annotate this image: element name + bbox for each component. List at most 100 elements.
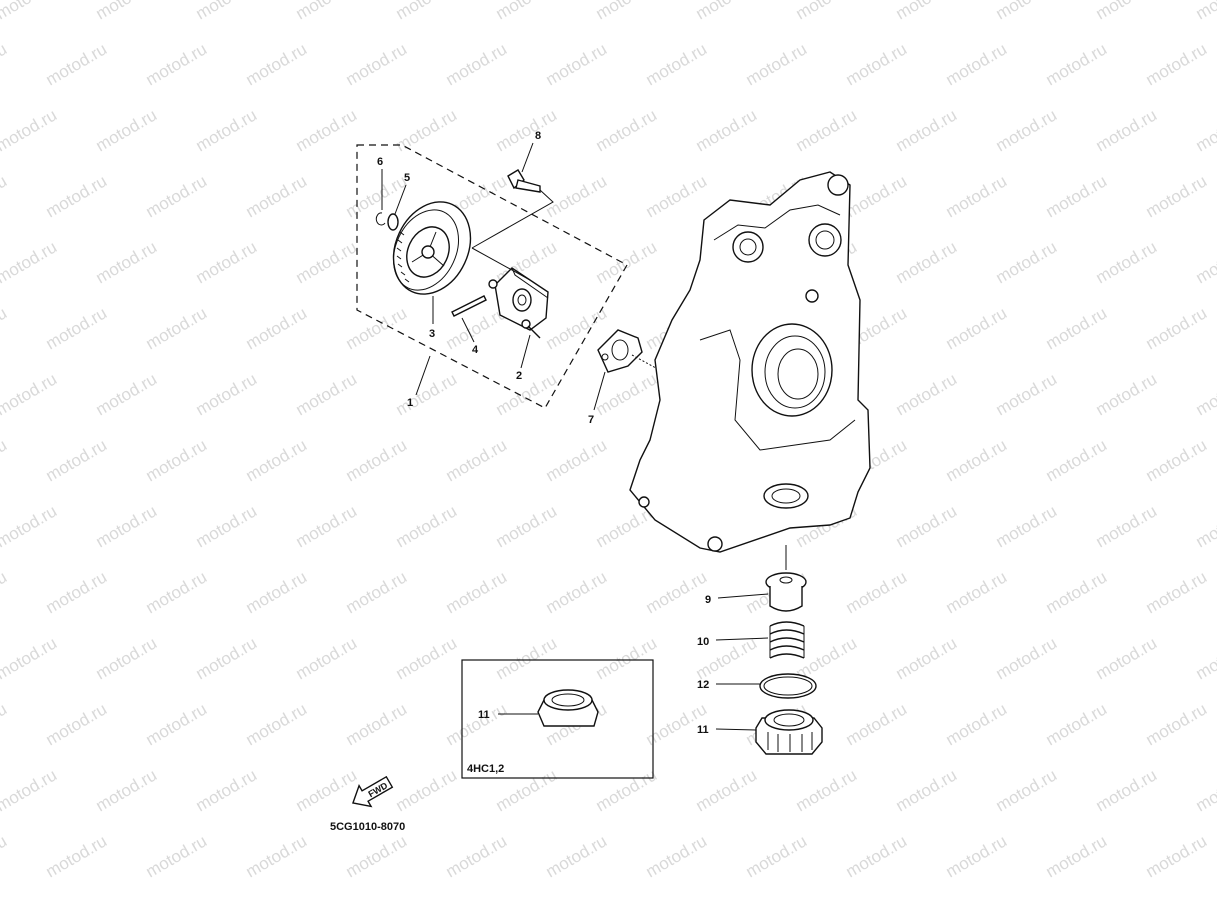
callout-12: 12 [697,679,709,691]
watermark-text: motod.ru [43,303,111,353]
watermark-text: motod.ru [1093,237,1161,287]
diagram-code: 5CG1010-8070 [330,821,405,833]
watermark-text: motod.ru [93,0,161,23]
oil-pump-gear [392,201,472,295]
watermark-text: motod.ru [0,567,10,617]
watermark-text: motod.ru [643,39,711,89]
watermark-text: motod.ru [543,39,611,89]
watermark-text: motod.ru [343,303,411,353]
watermark-text: motod.ru [843,699,911,749]
watermark-text: motod.ru [193,0,261,23]
callout-8: 8 [535,130,541,142]
watermark-text: motod.ru [143,435,211,485]
watermark-text: motod.ru [393,105,461,155]
watermark-text: motod.ru [1043,699,1111,749]
watermark-text: motod.ru [243,303,311,353]
watermark-text: motod.ru [0,237,60,287]
watermark-text: motod.ru [943,567,1011,617]
watermark-text: motod.ru [593,765,661,815]
watermark-text: motod.ru [993,105,1061,155]
watermark-text: motod.ru [143,831,211,881]
watermark-text: motod.ru [843,39,911,89]
watermark-text: motod.ru [393,369,461,419]
watermark-text: motod.ru [993,765,1061,815]
watermark-text: motod.ru [343,39,411,89]
watermark-text: motod.ru [243,567,311,617]
callout-3: 3 [429,328,435,340]
watermark-text: motod.ru [143,567,211,617]
callout-9: 9 [705,594,711,606]
watermark-text: motod.ru [893,237,961,287]
watermark-text: motod.ru [293,501,361,551]
watermark-text: motod.ru [993,0,1061,23]
inset-label: 4HC1,2 [467,763,504,775]
watermark-text: motod.ru [0,501,60,551]
watermark-text: motod.ru [943,435,1011,485]
watermark-text: motod.ru [643,171,711,221]
watermark-text: motod.ru [0,105,60,155]
watermark-text: motod.ru [293,369,361,419]
watermark-text: motod.ru [143,303,211,353]
watermark-text: motod.ru [293,0,361,23]
watermark-text: motod.ru [943,39,1011,89]
watermark-text: motod.ru [843,567,911,617]
watermark-text: motod.ru [93,633,161,683]
watermark-text: motod.ru [1143,171,1211,221]
inset-drain-plug [537,689,599,727]
callout-7: 7 [588,414,594,426]
watermark-text: motod.ru [0,699,10,749]
watermark-text: motod.ru [1193,369,1217,419]
watermark-text: motod.ru [993,501,1061,551]
watermark-text: motod.ru [1143,567,1211,617]
watermark-text: motod.ru [843,831,911,881]
watermark-text: motod.ru [393,0,461,23]
watermark-text: motod.ru [243,699,311,749]
strainer-spring [769,621,805,659]
watermark-text: motod.ru [0,39,10,89]
watermark-text: motod.ru [693,0,761,23]
watermark-text: motod.ru [243,39,311,89]
watermark-text: motod.ru [43,171,111,221]
watermark-text: motod.ru [1093,765,1161,815]
watermark-text: motod.ru [0,831,10,881]
watermark-text: motod.ru [1143,699,1211,749]
watermark-text: motod.ru [1143,831,1211,881]
watermark-text: motod.ru [1043,39,1111,89]
watermark-text: motod.ru [143,699,211,749]
watermark-text: motod.ru [443,39,511,89]
watermark-text: motod.ru [843,171,911,221]
watermark-text: motod.ru [1143,39,1211,89]
watermark-text: motod.ru [1093,369,1161,419]
watermark-text: motod.ru [293,105,361,155]
watermark-text: motod.ru [93,765,161,815]
watermark-text: motod.ru [1193,765,1217,815]
watermark-text: motod.ru [193,237,261,287]
watermark-text: motod.ru [1193,237,1217,287]
pump-assembly-outline [356,144,628,409]
watermark-text: motod.ru [343,567,411,617]
watermark-text: motod.ru [1143,303,1211,353]
watermark-text: motod.ru [193,501,261,551]
fwd-arrow-icon: FWD [352,775,394,808]
callout-6: 6 [377,156,383,168]
oil-pump-body [488,267,549,339]
watermark-text: motod.ru [1093,105,1161,155]
pump-gasket [597,329,643,373]
watermark-text: motod.ru [993,369,1061,419]
watermark-text: motod.ru [1193,105,1217,155]
oil-strainer-cap [765,572,807,612]
watermark-text: motod.ru [643,567,711,617]
watermark-text: motod.ru [93,501,161,551]
watermark-text: motod.ru [893,369,961,419]
watermark-text: motod.ru [243,435,311,485]
watermark-text: motod.ru [593,237,661,287]
watermark-text: motod.ru [0,0,60,23]
callout-2: 2 [516,370,522,382]
watermark-text: motod.ru [0,303,10,353]
callout-11-inset: 11 [478,709,490,721]
watermark-text: motod.ru [593,0,661,23]
watermark-text: motod.ru [793,765,861,815]
watermark-text: motod.ru [0,171,10,221]
watermark-text: motod.ru [1043,831,1111,881]
